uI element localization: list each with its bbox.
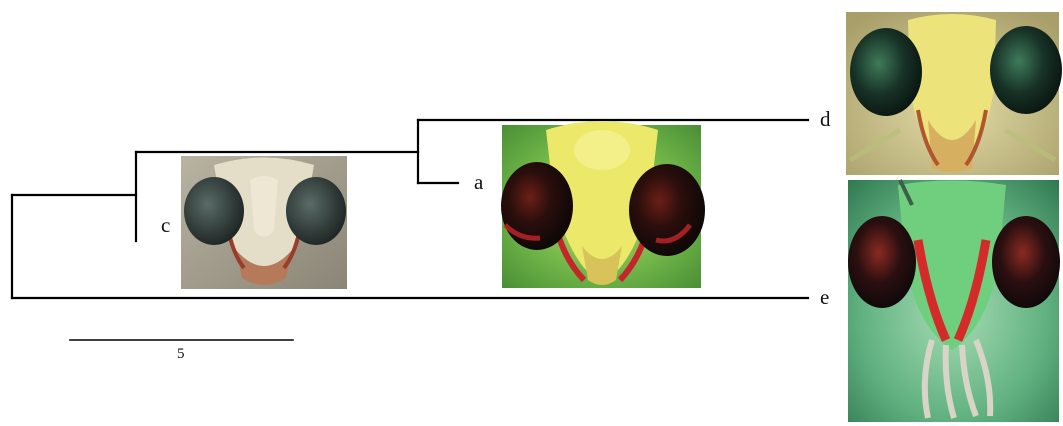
compound-eye-right-icon xyxy=(990,26,1062,114)
taxon-label-a: a xyxy=(474,170,484,194)
photo-a xyxy=(501,121,705,288)
photo-e xyxy=(848,180,1060,422)
photo-c xyxy=(181,156,347,289)
taxon-label-e: e xyxy=(820,285,829,309)
photo-d xyxy=(846,12,1062,175)
compound-eye-right-icon xyxy=(992,216,1060,308)
compound-eye-left-icon xyxy=(848,216,916,308)
taxon-label-d: d xyxy=(820,107,831,131)
scale-bar: 5 xyxy=(70,340,293,362)
compound-eye-left-icon xyxy=(850,28,922,116)
compound-eye-right-icon xyxy=(286,177,346,245)
compound-eye-left-icon xyxy=(184,177,244,245)
taxon-label-c: c xyxy=(161,213,170,237)
scale-bar-label: 5 xyxy=(177,346,185,362)
